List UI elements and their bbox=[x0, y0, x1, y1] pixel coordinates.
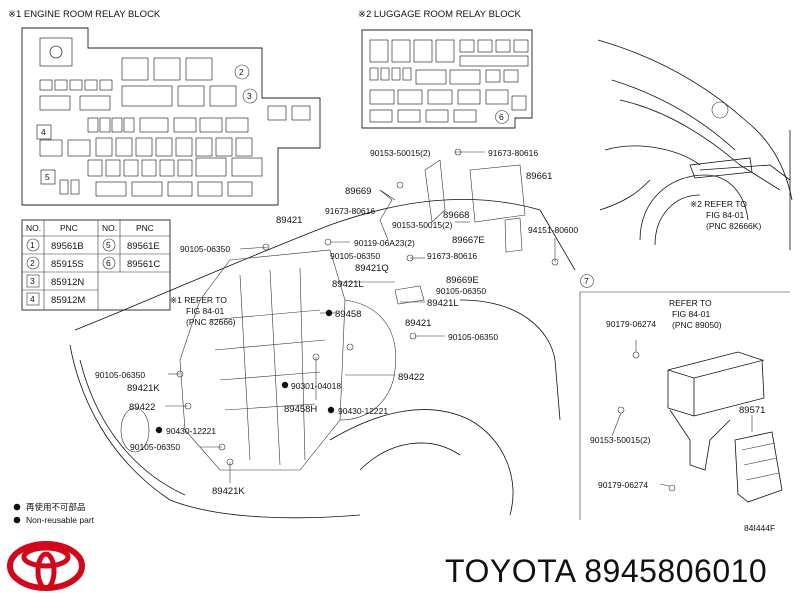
part-label: 89421K bbox=[127, 383, 160, 394]
toyota-logo-icon bbox=[7, 541, 85, 591]
part-label: 90119-06A23(2) bbox=[354, 238, 415, 248]
engine-block-markers: 2 3 4 5 bbox=[36, 45, 258, 185]
svg-text:※2 REFER TO: ※2 REFER TO bbox=[690, 199, 747, 209]
part-label: 90430-12221 bbox=[338, 406, 388, 416]
part-label: 89421L bbox=[332, 279, 364, 290]
svg-text:(PNC 89050): (PNC 89050) bbox=[672, 320, 722, 330]
svg-text:6: 6 bbox=[106, 258, 111, 268]
svg-text:85912M: 85912M bbox=[51, 295, 85, 306]
table-row: 4 85912M bbox=[26, 292, 85, 306]
table-row: 3 85912N bbox=[26, 274, 84, 288]
detail-marker: 7 bbox=[584, 276, 589, 286]
part-label: 90153-50015(2) bbox=[392, 220, 453, 230]
detail-7: 7 REFER TO FIG 84-01 (PNC 89050) 90179-0… bbox=[579, 274, 790, 520]
luggage-block-title: ※2 LUGGAGE ROOM RELAY BLOCK bbox=[358, 9, 521, 20]
part-label: 90105-06350 bbox=[436, 286, 486, 296]
svg-text:85912N: 85912N bbox=[51, 277, 84, 288]
refer-note-1: ※1 REFER TO FIG 84-01 (PNC 82666) bbox=[170, 295, 236, 327]
part-label: 89422 bbox=[129, 402, 155, 413]
svg-text:89561B: 89561B bbox=[51, 241, 84, 252]
svg-text:3: 3 bbox=[247, 91, 252, 101]
marker-1 bbox=[49, 45, 63, 59]
part-label: 90105-06350 bbox=[330, 251, 380, 261]
part-label: 89571 bbox=[739, 405, 765, 416]
part-label: 91673-80616 bbox=[427, 251, 477, 261]
part-label: 90105-06350 bbox=[448, 332, 498, 342]
svg-text:REFER TO: REFER TO bbox=[669, 298, 712, 308]
part-label: 89458 bbox=[335, 309, 361, 320]
svg-text:5: 5 bbox=[106, 240, 111, 250]
marker-3: 3 bbox=[242, 88, 258, 104]
part-label: 90301-04018 bbox=[291, 381, 341, 391]
part-label: 89421K bbox=[212, 486, 245, 497]
marker-5: 5 bbox=[40, 169, 56, 185]
part-label: 89421 bbox=[276, 215, 302, 226]
part-label: 90105-06350 bbox=[130, 442, 180, 452]
part-labels: 90153-50015(2) 91673-80616 89669 89661 9… bbox=[95, 148, 578, 497]
part-label: 90105-06350 bbox=[180, 244, 230, 254]
engine-relay-cells bbox=[39, 37, 311, 197]
svg-text:6: 6 bbox=[499, 112, 504, 122]
luggage-room-relay-block: ※2 LUGGAGE ROOM RELAY BLOCK 6 bbox=[358, 9, 533, 129]
leader-lines bbox=[165, 151, 556, 483]
part-label: 89661 bbox=[526, 171, 552, 182]
refer-note-2: ※2 REFER TO FIG 84-01 (PNC 82666K) bbox=[690, 199, 761, 231]
svg-text:1: 1 bbox=[30, 240, 35, 250]
svg-text:FIG 84-01: FIG 84-01 bbox=[672, 309, 711, 319]
marker-2: 2 bbox=[234, 64, 250, 80]
svg-text:FIG 84-01: FIG 84-01 bbox=[186, 306, 225, 316]
part-label: 89421 bbox=[405, 318, 431, 329]
part-label: 91673-80616 bbox=[325, 206, 375, 216]
figure-code: 84I444F bbox=[744, 523, 775, 533]
part-label: 90153-50015(2) bbox=[370, 148, 431, 158]
engine-block-title: ※1 ENGINE ROOM RELAY BLOCK bbox=[8, 9, 161, 20]
svg-text:(PNC 82666): (PNC 82666) bbox=[186, 317, 236, 327]
pnc-table: NO. PNC NO. PNC 1 89561B 5 89561E 2 8591… bbox=[21, 219, 171, 311]
part-label: 90430-12221 bbox=[166, 426, 216, 436]
legend-item-ja: 再使用不可部品 bbox=[26, 502, 86, 512]
marker-4: 4 bbox=[36, 124, 52, 140]
part-label: 89667E bbox=[452, 235, 485, 246]
svg-text:※1 REFER TO: ※1 REFER TO bbox=[170, 295, 227, 305]
part-label: 89668 bbox=[443, 210, 469, 221]
part-label: 89421Q bbox=[355, 263, 389, 274]
svg-text:4: 4 bbox=[41, 127, 46, 137]
part-label: 94151-80600 bbox=[528, 225, 578, 235]
table-header-pnc-1: PNC bbox=[60, 223, 78, 233]
part-label: 90179-06274 bbox=[598, 480, 648, 490]
engine-room-relay-block: ※1 ENGINE ROOM RELAY BLOCK bbox=[8, 9, 321, 206]
part-label: 90179-06274 bbox=[606, 319, 656, 329]
table-row: 2 85915S 6 89561C bbox=[26, 256, 160, 270]
part-label: 89458H bbox=[284, 404, 317, 415]
svg-text:2: 2 bbox=[239, 67, 244, 77]
part-label: 89669 bbox=[345, 186, 371, 197]
legend-item-en: Non-reusable part bbox=[26, 515, 95, 525]
svg-text:(PNC 82666K): (PNC 82666K) bbox=[706, 221, 761, 231]
part-label: 89422 bbox=[398, 372, 424, 383]
svg-text:4: 4 bbox=[30, 294, 35, 304]
table-header-pnc-2: PNC bbox=[136, 223, 154, 233]
part-label: 89421L bbox=[427, 298, 459, 309]
part-label: 90153-50015(2) bbox=[590, 435, 651, 445]
table-header-no-1: NO. bbox=[26, 223, 41, 233]
svg-text:2: 2 bbox=[30, 258, 35, 268]
legend: 再使用不可部品 Non-reusable part bbox=[13, 502, 95, 525]
table-header-no-2: NO. bbox=[102, 223, 117, 233]
svg-text:89561C: 89561C bbox=[127, 259, 160, 270]
table-row: 1 89561B 5 89561E bbox=[26, 238, 160, 252]
part-label: 89669E bbox=[446, 275, 479, 286]
svg-text:89561E: 89561E bbox=[127, 241, 160, 252]
svg-text:3: 3 bbox=[30, 276, 35, 286]
brand-part-number: TOYOTA 8945806010 bbox=[445, 553, 768, 589]
part-label: 90105-06350 bbox=[95, 370, 145, 380]
vehicle-rear-illustration bbox=[597, 39, 793, 250]
svg-text:85915S: 85915S bbox=[51, 259, 84, 270]
svg-text:FIG 84-01: FIG 84-01 bbox=[706, 210, 745, 220]
marker-6: 6 bbox=[495, 110, 509, 124]
engine-compartment-illustration bbox=[69, 148, 576, 519]
part-label: 91673-80616 bbox=[488, 148, 538, 158]
non-reusable-markers bbox=[155, 309, 335, 434]
svg-text:5: 5 bbox=[45, 172, 50, 182]
